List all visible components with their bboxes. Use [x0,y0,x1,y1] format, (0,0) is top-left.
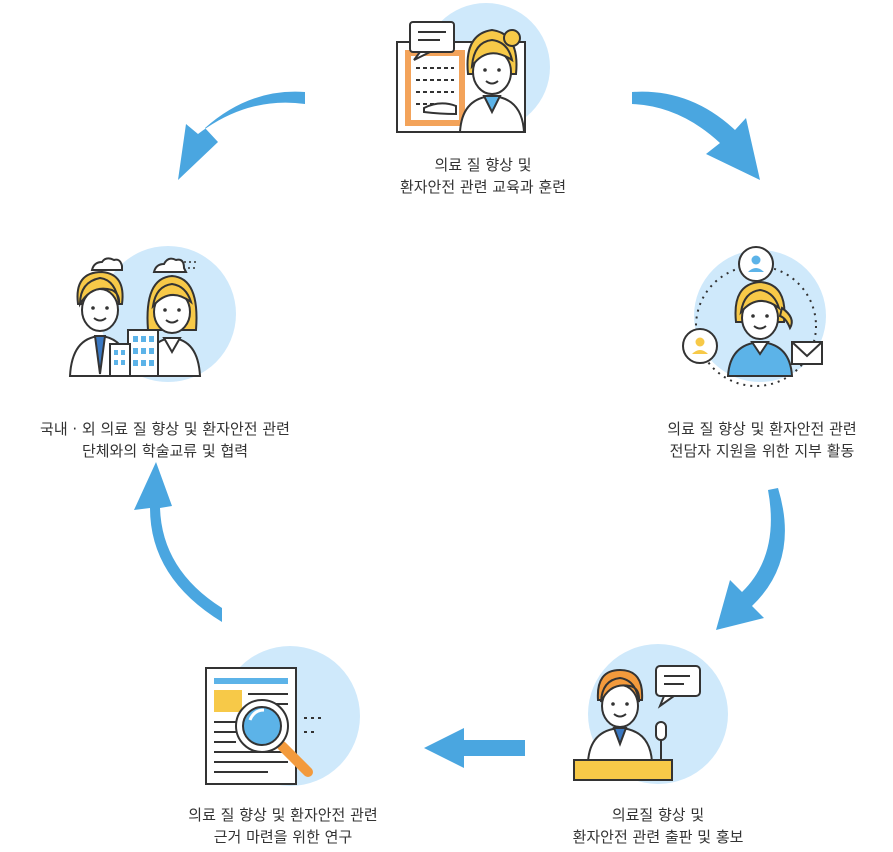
caption-support-line-2: 전담자 지원을 위한 지부 활동 [669,442,855,460]
network-support-icon [682,246,826,387]
arrow-right-down [716,488,785,630]
partners-building-icon [68,246,236,382]
speaker-podium-icon [573,644,728,784]
caption-research: 의료 질 향상 및 환자안전 관련 근거 마련을 위한 연구 [148,804,418,848]
arrow-bottom-left [424,728,525,768]
caption-publish-line-1: 의료질 향상 및 [611,806,705,824]
caption-publish: 의료질 향상 및 환자안전 관련 출판 및 홍보 [528,804,788,848]
caption-support-line-1: 의료 질 향상 및 환자안전 관련 [667,420,857,438]
caption-support: 의료 질 향상 및 환자안전 관련 전담자 지원을 위한 지부 활동 [633,418,891,462]
caption-exchange-line-1: 국내 · 외 의료 질 향상 및 환자안전 관련 [40,420,290,438]
arrow-top-left [178,91,305,180]
caption-exchange-line-2: 단체와의 학술교류 및 협력 [81,442,249,460]
arrow-top-right [632,91,760,180]
caption-education-line-1: 의료 질 향상 및 [434,156,532,174]
arrow-left-up [134,462,222,622]
caption-education: 의료 질 향상 및 환자안전 관련 교육과 훈련 [353,154,613,198]
caption-research-line-1: 의료 질 향상 및 환자안전 관련 [188,806,378,824]
caption-publish-line-2: 환자안전 관련 출판 및 홍보 [572,828,744,846]
caption-exchange: 국내 · 외 의료 질 향상 및 환자안전 관련 단체와의 학술교류 및 협력 [0,418,330,462]
caption-research-line-2: 근거 마련을 위한 연구 [213,828,353,846]
document-magnifier-icon [205,646,360,786]
instructor-icon [396,3,550,133]
caption-education-line-2: 환자안전 관련 교육과 훈련 [399,178,567,196]
